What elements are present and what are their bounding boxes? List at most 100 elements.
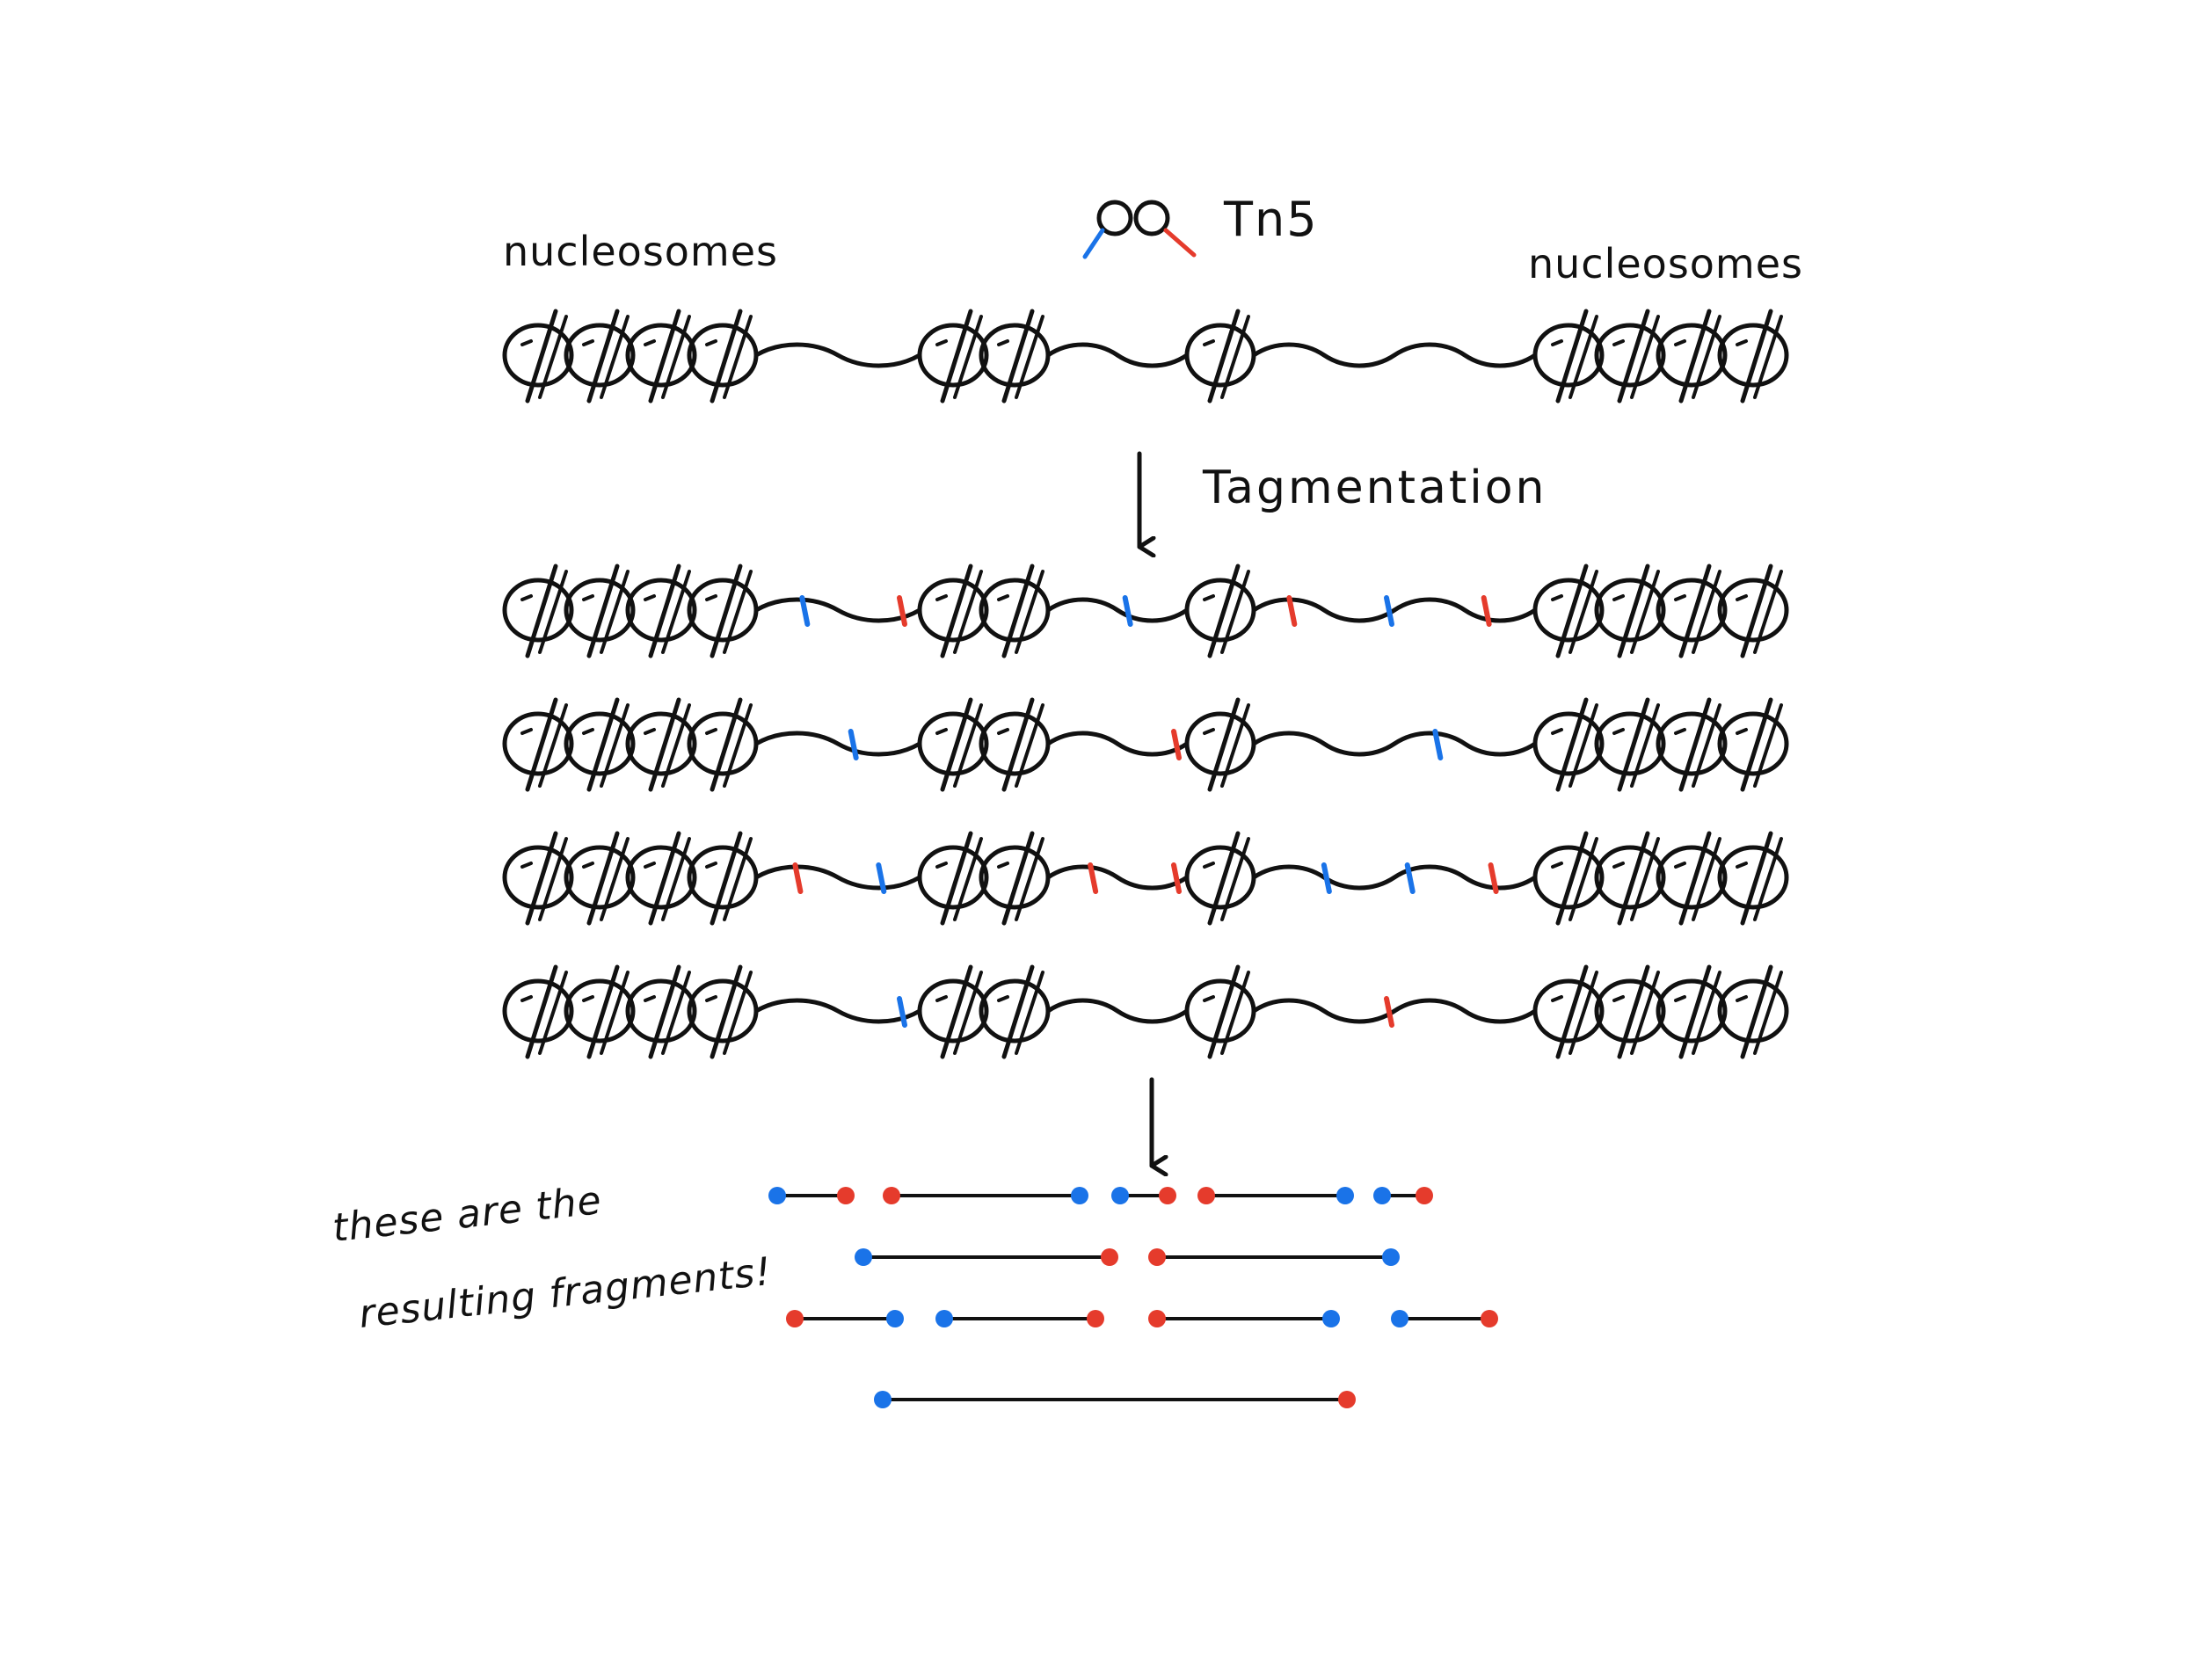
- nucleosome-icon: [1594, 831, 1666, 926]
- dna-fragment: [1111, 1187, 1176, 1204]
- nucleosome-icon: [687, 697, 759, 792]
- tn5-cut-mark-blue: [799, 595, 811, 627]
- nucleosome-icon: [625, 831, 697, 926]
- nucleosome-icon: [1532, 564, 1605, 658]
- nucleosome-icon: [1656, 697, 1728, 792]
- nucleosome-icon: [687, 831, 759, 926]
- adapter-end-blue: [1391, 1310, 1408, 1327]
- tn5-cut-mark-red: [1088, 862, 1099, 894]
- linker-dna: [1251, 342, 1538, 368]
- dna-fragment: [1373, 1187, 1433, 1204]
- nucleosome-icon: [1532, 309, 1605, 404]
- adapter-end-blue: [1071, 1187, 1088, 1204]
- adapter-end-red: [1148, 1248, 1166, 1266]
- nucleosome-icon: [502, 697, 574, 792]
- nucleosome-icon: [1184, 309, 1256, 404]
- adapter-end-blue: [1382, 1248, 1400, 1266]
- tagmented-strand-1: [502, 564, 1789, 658]
- tn5-cut-mark-red: [897, 595, 907, 627]
- nucleosome-icon: [1656, 309, 1728, 404]
- nucleosomes-label-right: nucleosomes: [1528, 240, 1803, 287]
- nucleosome-icon: [917, 564, 989, 658]
- linker-dna: [753, 864, 922, 891]
- nucleosome-icon: [625, 309, 697, 404]
- linker-dna: [1251, 864, 1538, 891]
- dna-fragment: [1197, 1187, 1354, 1204]
- nucleosome-icon: [1717, 697, 1789, 792]
- dna-fragment: [1148, 1248, 1400, 1266]
- nucleosome-icon: [979, 309, 1051, 404]
- nucleosome-icon: [564, 831, 636, 926]
- nucleosome-icon: [502, 964, 574, 1059]
- tn5-cut-mark-blue: [1404, 862, 1416, 894]
- adapter-end-red: [1159, 1187, 1176, 1204]
- nucleosome-icon: [1717, 564, 1789, 658]
- tn5-label: Tn5: [1223, 192, 1319, 247]
- nucleosome-icon: [564, 697, 636, 792]
- resulting-fragments: [768, 1187, 1498, 1408]
- tn5-cut-mark-blue: [1432, 729, 1444, 760]
- adapter-end-red: [1087, 1310, 1104, 1327]
- tn5-cut-mark-blue: [897, 996, 907, 1028]
- tn5-cut-mark-red: [1481, 595, 1492, 627]
- tn5-cut-mark-blue: [1321, 862, 1332, 894]
- linker-dna: [1045, 342, 1190, 368]
- linker-dna: [1045, 731, 1190, 757]
- tn5-cut-mark-red: [1488, 862, 1499, 894]
- adapter-end-red: [1197, 1187, 1215, 1204]
- nucleosome-icon: [564, 309, 636, 404]
- nucleosome-icon: [1532, 964, 1605, 1059]
- tn5-cut-mark-red: [1384, 996, 1394, 1028]
- adapter-end-blue: [768, 1187, 786, 1204]
- tn5-cut-mark-red: [1171, 729, 1182, 760]
- nucleosome-icon: [687, 964, 759, 1059]
- nucleosome-icon: [979, 564, 1051, 658]
- linker-dna: [1251, 597, 1538, 623]
- nucleosome-icon: [1717, 831, 1789, 926]
- adapter-end-blue: [886, 1310, 904, 1327]
- tn5-icon: [1082, 200, 1197, 259]
- linker-dna: [753, 731, 922, 757]
- chromatin-strand-before: [502, 309, 1789, 404]
- adapter-end-red: [883, 1187, 900, 1204]
- nucleosome-icon: [625, 697, 697, 792]
- dna-fragment: [1391, 1310, 1498, 1327]
- nucleosomes-label-left: nucleosomes: [503, 228, 778, 275]
- linker-dna: [753, 597, 922, 623]
- adapter-end-red: [1101, 1248, 1118, 1266]
- nucleosome-icon: [625, 964, 697, 1059]
- adapter-end-red: [1481, 1310, 1498, 1327]
- nucleosome-icon: [979, 831, 1051, 926]
- nucleosome-icon: [1656, 564, 1728, 658]
- fragments-note-line1: these are the: [331, 1178, 604, 1251]
- nucleosome-icon: [564, 964, 636, 1059]
- tagmented-strand-3: [502, 831, 1789, 926]
- adapter-end-red: [1338, 1391, 1356, 1408]
- linker-dna: [1251, 998, 1538, 1024]
- tn5-cut-mark-red: [1171, 862, 1182, 894]
- tn5-cut-mark-blue: [848, 729, 859, 760]
- nucleosome-icon: [1594, 697, 1666, 792]
- adapter-end-blue: [855, 1248, 872, 1266]
- nucleosome-icon: [1594, 309, 1666, 404]
- linker-dna: [753, 342, 922, 368]
- fragments-note-line2: resulting fragments!: [357, 1249, 774, 1337]
- adapter-end-blue: [935, 1310, 953, 1327]
- linker-dna: [1045, 597, 1190, 623]
- adapter-end-blue: [1336, 1187, 1354, 1204]
- nucleosome-icon: [979, 697, 1051, 792]
- adapter-end-red: [1148, 1310, 1166, 1327]
- dna-fragment: [874, 1391, 1356, 1408]
- nucleosome-icon: [564, 564, 636, 658]
- adapter-end-red: [786, 1310, 804, 1327]
- nucleosome-icon: [625, 564, 697, 658]
- nucleosome-icon: [1532, 831, 1605, 926]
- nucleosome-icon: [979, 964, 1051, 1059]
- nucleosome-icon: [1184, 697, 1256, 792]
- adapter-end-blue: [1322, 1310, 1340, 1327]
- nucleosome-icon: [1594, 564, 1666, 658]
- nucleosome-icon: [1594, 964, 1666, 1059]
- dna-fragment: [935, 1310, 1104, 1327]
- linker-dna: [1045, 864, 1190, 891]
